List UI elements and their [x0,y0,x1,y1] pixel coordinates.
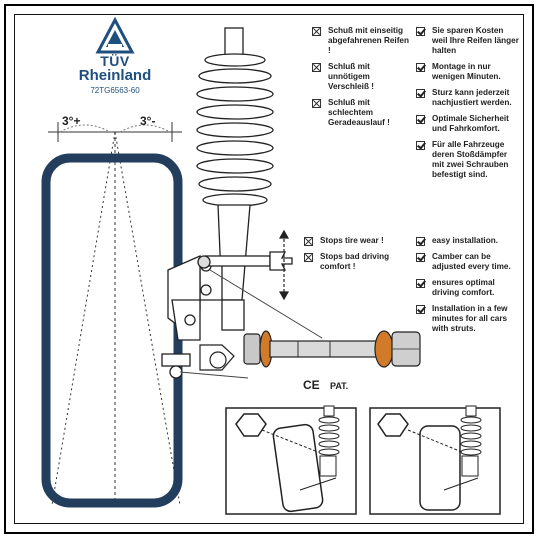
x-box-icon [312,63,321,72]
check-box-icon [416,253,425,262]
list-item: Sie sparen Kosten weil Ihre Reifen länge… [416,26,520,56]
check-box-icon [416,279,425,288]
list-item: ensures optimal driving comfort. [416,278,520,298]
x-box-icon [312,27,321,36]
camber-guide-lines [48,122,182,510]
check-box-icon [416,89,425,98]
list-item: Sturz kann jederzeit nachjustiert werden… [416,88,520,108]
list-item: Für alle Fahrzeuge deren Stoßdämpfer mit… [416,140,520,180]
x-box-icon [304,253,313,262]
list-item: Schuß mit einseitig abgefahrenen Reifen … [312,26,412,56]
tuv-logo-icon [95,16,135,54]
patent-mark: PAT. [330,381,349,391]
angle-right-label: 3°- [140,114,156,128]
strut-body-icon [161,204,251,379]
logo-name: TÜV [100,53,130,69]
eccentric-bolt-icon [243,330,421,368]
logo-code: 72TG6563-60 [90,86,140,95]
ce-mark: CE [303,378,320,392]
x-box-icon [304,237,313,246]
check-box-icon [416,305,425,314]
feature-list-en-positive: easy installation. Camber can be adjuste… [416,236,520,340]
list-item: Optimale Sicherheit und Fahrkomfort. [416,114,520,134]
feature-list-de-negative: Schuß mit einseitig abgefahrenen Reifen … [312,26,412,134]
ball-joint-icon [199,344,235,371]
coil-spring-icon [196,27,274,207]
tire-outline-icon [41,153,183,508]
list-item: Installation in a few minutes for all ca… [416,304,520,334]
angle-left-label: 3°+ [62,114,81,128]
feature-list-de-positive: Sie sparen Kosten weil Ihre Reifen länge… [416,26,520,186]
list-item: Stops tire wear ! [304,236,408,246]
list-item: Camber can be adjusted every time. [416,252,520,272]
adjust-arrow-icon [278,229,290,301]
check-box-icon [416,63,425,72]
install-diagram-right [369,405,501,515]
logo-subname: Rheinland [78,67,152,84]
wrench-icon [197,251,293,271]
tuv-logo: TÜV Rheinland 72TG6563-60 [70,54,160,96]
list-item: Schluß mit schlechtem Geradeauslauf ! [312,98,412,128]
list-item: Schluß mit unnötigem Verschleiß ! [312,62,412,92]
x-box-icon [312,99,321,108]
check-box-icon [416,27,425,36]
check-box-icon [416,237,425,246]
list-item: Montage in nur wenigen Minuten. [416,62,520,82]
feature-list-en-negative: Stops tire wear ! Stops bad driving comf… [304,236,408,278]
check-box-icon [416,141,425,150]
list-item: easy installation. [416,236,520,246]
list-item: Stops bad driving comfort ! [304,252,408,272]
bolt-leader-line [179,269,323,379]
check-box-icon [416,115,425,124]
install-diagram-left [225,405,357,515]
